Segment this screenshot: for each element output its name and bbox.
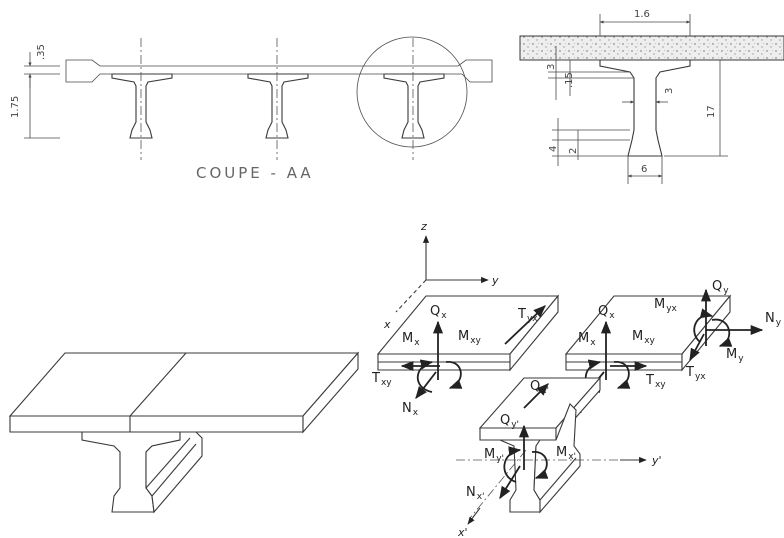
label-Txy-1: Txy [371,371,392,388]
girder-element-3: y' x' Qy' Qx' My' Mx' Nx' [456,376,662,538]
girder-3d [8,351,360,514]
axis-x-label: x [383,318,391,331]
dim-haunch: .15 [564,72,575,88]
dim-depth: 17 [706,105,717,118]
axis-z-label: z [420,220,427,233]
deck-slab [65,59,493,83]
global-axes: z y x [383,220,499,331]
girder-3 [383,73,445,139]
axis-xprime-label: x' [457,526,468,538]
label-My-prime: My' [484,447,504,464]
label-Nx-prime: Nx' [466,485,485,502]
concrete-slab [519,35,784,61]
dim-web: 3 [664,88,675,94]
axis-yprime-label: y' [651,454,662,467]
dim-slab: .35 [36,44,47,60]
label-Mx-1: Mx [402,331,420,348]
label-Qx-1: Qx [430,304,447,321]
cross-section: .35 1.75 COUPE - AA [10,36,493,182]
label-Qx-prime: Qx' [530,379,549,396]
axis-y-label: y [491,274,499,287]
label-Mxy-1: Mxy [458,329,482,346]
label-Txy-2: Txy [645,373,666,390]
label-Ny-2: Ny [765,311,782,328]
dim-bulb: 4 [548,146,559,152]
label-Nx-1: Nx [402,401,419,418]
girder-detail: 1.6 3 .15 3 17 4 2 6 [519,9,784,184]
girder-1 [111,73,173,139]
detail-circle [356,36,468,148]
label-Myx-2: Myx [654,297,678,314]
plate-element-1: Qx Tyx Mx Mxy Txy Nx [371,294,560,418]
section-caption: COUPE - AA [196,164,314,182]
dim-slab-t: 3 [546,64,557,70]
label-My-2: My [726,347,744,364]
label-Qy-2: Qy [712,279,729,296]
dim-bulb2: 2 [568,148,579,154]
label-Mx-2: Mx [578,331,596,348]
dim-base: 6 [641,164,647,175]
plate-element-2: Qx Mx Mxy Myx Qy Ny My Tyx Txy Nx [564,279,782,416]
girder-2 [247,73,309,139]
label-Mx-prime: Mx' [556,445,576,462]
detail-girder [599,59,691,157]
label-Qy-prime: Qy' [500,413,519,430]
label-Tyx-2: Tyx [685,365,706,382]
label-Tyx-1: Tyx [517,307,538,324]
label-Mxy-2: Mxy [632,329,656,346]
dim-flange-width: 1.6 [634,9,650,20]
label-Qx-2: Qx [598,304,615,321]
dim-height: 1.75 [10,96,21,118]
